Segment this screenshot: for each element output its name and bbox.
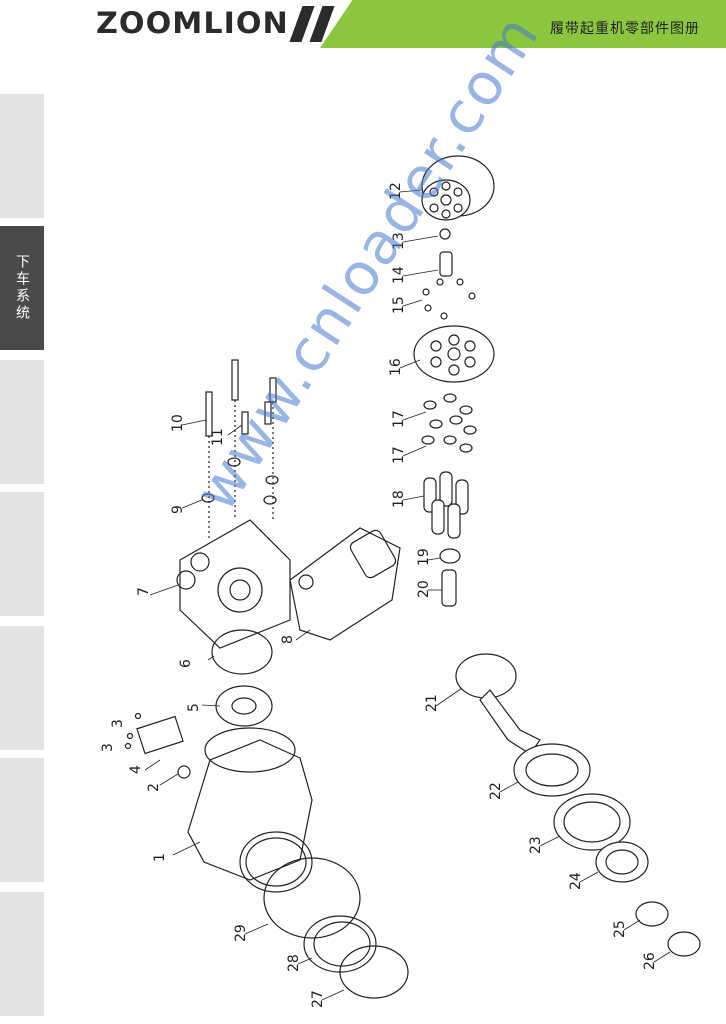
header-bar: ZOOMLION 履带起重机零部件图册 — [0, 0, 726, 48]
callout-15: 15 — [391, 296, 407, 314]
callout-8: 8 — [280, 635, 296, 644]
callout-26: 26 — [642, 952, 658, 970]
part-washers — [201, 457, 279, 505]
part-valve-block — [176, 519, 291, 649]
part-pin — [441, 569, 457, 607]
side-tab-5[interactable] — [0, 626, 44, 754]
part-spring — [439, 251, 453, 277]
part-brake-block — [124, 712, 184, 755]
part-main-housing — [187, 727, 313, 893]
side-tab-label: 下车系统 — [14, 254, 30, 322]
side-tab-undercarriage[interactable]: 下车系统 — [0, 226, 44, 354]
callout-3a: 3 — [110, 719, 126, 728]
green-banner — [320, 0, 726, 48]
callout-28: 28 — [286, 954, 302, 972]
part-seal-rings — [421, 393, 477, 453]
part-end-ring — [667, 931, 701, 957]
part-output-shaft — [455, 653, 541, 755]
part-retainer-plate — [413, 325, 495, 383]
callout-29: 29 — [233, 924, 249, 942]
callout-27: 27 — [310, 990, 326, 1008]
callout-18: 18 — [391, 490, 407, 508]
part-small-bolts — [422, 278, 476, 320]
part-ring — [439, 548, 461, 564]
part-pistons — [423, 471, 469, 539]
callout-6: 6 — [178, 659, 194, 668]
side-tab-6[interactable] — [0, 758, 44, 886]
zoomlion-logo: ZOOMLION — [96, 6, 289, 40]
callout-17a: 17 — [391, 410, 407, 428]
callout-16: 16 — [388, 358, 404, 376]
callout-24: 24 — [568, 872, 584, 890]
callout-10: 10 — [170, 414, 186, 432]
callout-13: 13 — [391, 232, 407, 250]
side-tab-3[interactable] — [0, 360, 44, 488]
side-tab-7[interactable] — [0, 892, 44, 1020]
part-cylinder-block — [421, 155, 495, 221]
side-tab-1[interactable] — [0, 94, 44, 222]
part-bearing — [513, 743, 591, 797]
part-long-bolts — [205, 359, 277, 540]
callout-2: 2 — [146, 783, 162, 792]
callout-23: 23 — [528, 836, 544, 854]
callout-1: 1 — [152, 853, 168, 862]
callout-22: 22 — [488, 782, 504, 800]
part-plug — [177, 765, 191, 779]
callout-17b: 17 — [391, 446, 407, 464]
part-o-ring — [211, 629, 273, 675]
callout-3b: 3 — [100, 743, 116, 752]
part-seal-ring — [339, 945, 409, 999]
callout-21: 21 — [424, 694, 440, 712]
part-washer — [439, 228, 451, 240]
side-tab-4[interactable] — [0, 492, 44, 620]
callout-5: 5 — [186, 703, 202, 712]
part-valve-plate — [215, 685, 273, 727]
callout-25: 25 — [612, 920, 628, 938]
callout-4: 4 — [128, 765, 144, 774]
callout-19: 19 — [416, 548, 432, 566]
leader-lines — [144, 189, 671, 1001]
callout-20: 20 — [416, 580, 432, 598]
callout-9: 9 — [170, 505, 186, 514]
page-title: 履带起重机零部件图册 — [550, 21, 700, 37]
callout-12: 12 — [388, 182, 404, 200]
part-shim-ring — [303, 915, 377, 973]
part-motor-housing — [289, 527, 401, 641]
part-snap-ring — [635, 901, 669, 927]
callout-7: 7 — [136, 587, 152, 596]
callout-11: 11 — [210, 428, 226, 446]
callout-14: 14 — [391, 266, 407, 284]
part-small-bearing — [595, 841, 649, 883]
part-floating-seal — [553, 793, 631, 851]
part-shim-ring-inner — [313, 921, 371, 967]
callout-labels: 1 2 3 3 4 5 6 7 8 9 10 11 12 13 14 15 16… — [100, 182, 658, 1008]
part-large-ring — [263, 857, 361, 939]
